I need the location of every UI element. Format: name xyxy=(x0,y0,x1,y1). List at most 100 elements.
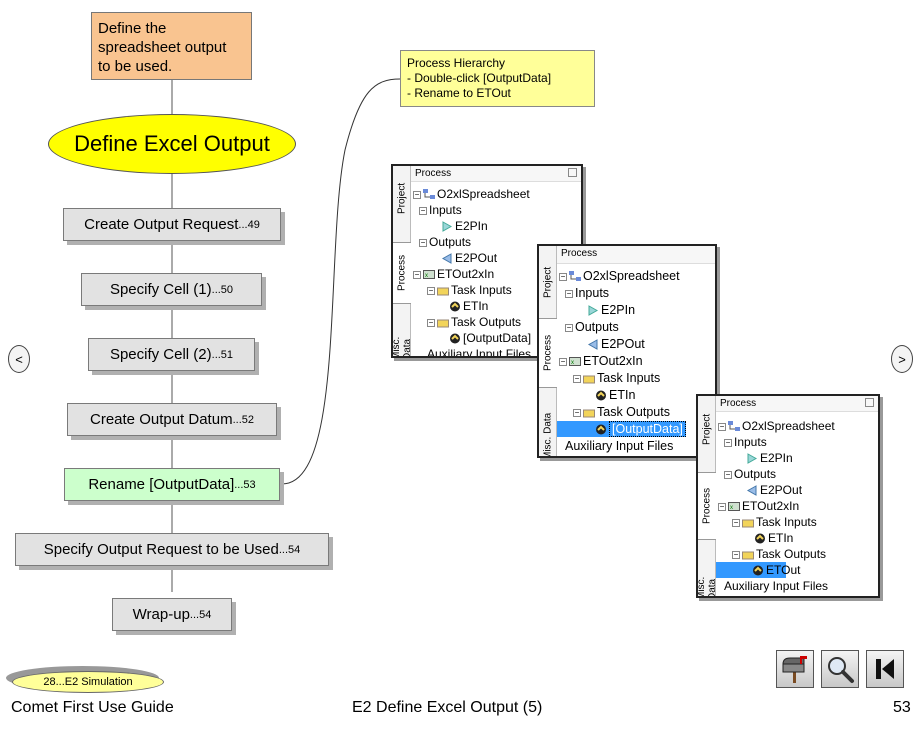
collapse-icon[interactable]: − xyxy=(427,317,435,327)
collapse-icon[interactable]: − xyxy=(413,189,421,199)
step-rename-outputdata[interactable]: Rename [OutputData]...53 xyxy=(64,468,280,501)
step-page: ...54 xyxy=(278,543,301,556)
tree-node[interactable]: − Task Inputs xyxy=(718,514,878,530)
tree-node[interactable]: E2PIn xyxy=(559,302,715,319)
section-badge[interactable]: 28...E2 Simulation xyxy=(12,671,164,693)
tree-node[interactable]: Auxiliary Input Files xyxy=(413,346,581,356)
section-title: Define Excel Output xyxy=(74,131,270,156)
node-label-selected: [OutputData] xyxy=(609,421,686,437)
collapse-icon[interactable]: − xyxy=(565,322,573,332)
step-specify-output-request[interactable]: Specify Output Request to be Used...54 xyxy=(15,533,329,566)
tree-node[interactable]: Auxiliary Input Files xyxy=(718,578,878,594)
collapse-icon[interactable]: − xyxy=(732,517,740,527)
pin-icon[interactable] xyxy=(865,398,874,407)
data-ball-icon xyxy=(596,424,606,435)
node-label: ETIn xyxy=(768,531,794,545)
chevron-right-icon: > xyxy=(898,351,906,367)
tab-process[interactable]: Process xyxy=(698,472,716,540)
step-create-output-request[interactable]: Create Output Request...49 xyxy=(63,208,281,241)
svg-text:x: x xyxy=(425,273,428,279)
data-ball-icon xyxy=(450,333,460,344)
tab-process[interactable]: Process xyxy=(393,242,411,304)
collapse-icon[interactable]: − xyxy=(559,271,567,281)
intro-note-line: to be used. xyxy=(98,58,173,75)
tree-node[interactable]: E2POut xyxy=(413,250,581,266)
collapse-icon[interactable]: − xyxy=(724,469,732,479)
tree-node[interactable]: −Task Inputs xyxy=(559,370,715,387)
tree-node-selected[interactable]: ETOut xyxy=(716,562,800,578)
tree-node[interactable]: E2POut xyxy=(718,482,878,498)
collapse-icon[interactable]: − xyxy=(573,373,581,383)
callout-title: Process Hierarchy xyxy=(407,56,506,70)
tab-misc-data[interactable]: Misc. Data xyxy=(542,412,554,458)
next-page-button[interactable]: > xyxy=(891,345,913,373)
step-specify-cell-1[interactable]: Specify Cell (1)...50 xyxy=(81,273,262,306)
tab-project[interactable]: Project xyxy=(701,413,713,445)
tree-node[interactable]: −O2xlSpreadsheet xyxy=(718,418,878,434)
tree-node[interactable]: −Task Outputs xyxy=(559,404,715,421)
tree-node[interactable]: −O2xlSpreadsheet xyxy=(559,268,715,285)
step-label: Rename [OutputData] xyxy=(88,476,235,493)
collapse-icon[interactable]: − xyxy=(565,288,573,298)
collapse-icon[interactable]: − xyxy=(419,237,427,247)
mailbox-button[interactable] xyxy=(776,650,814,688)
tree-node[interactable]: −Inputs xyxy=(559,285,715,302)
pin-icon[interactable] xyxy=(568,168,577,177)
step-label: Create Output Datum xyxy=(90,411,233,428)
tree-node[interactable]: −Task Outputs xyxy=(413,314,581,330)
tree-node[interactable]: −Inputs xyxy=(718,434,878,450)
process-tree: −O2xlSpreadsheet −Inputs E2PIn −Outputs … xyxy=(557,268,715,455)
tree-node[interactable]: −Inputs xyxy=(413,202,581,218)
tree-node[interactable]: −Task Outputs xyxy=(718,546,878,562)
node-label: Task Inputs xyxy=(756,515,817,529)
step-wrap-up[interactable]: Wrap-up...54 xyxy=(112,598,232,631)
tree-node[interactable]: E2PIn xyxy=(413,218,581,234)
tree-node[interactable]: −Outputs xyxy=(718,466,878,482)
step-page: ...54 xyxy=(189,608,212,621)
first-page-button[interactable] xyxy=(866,650,904,688)
collapse-icon[interactable]: − xyxy=(427,285,435,295)
tab-process[interactable]: Process xyxy=(539,318,557,388)
collapse-icon[interactable]: − xyxy=(732,549,740,559)
collapse-icon[interactable]: − xyxy=(573,407,581,417)
hierarchy-icon xyxy=(423,189,435,200)
tab-misc-data[interactable]: Misc. Data xyxy=(696,576,718,598)
tab-project[interactable]: Project xyxy=(396,182,408,214)
panel-tabs: Project Process Misc. Data xyxy=(539,246,557,456)
tab-misc-data[interactable]: Misc. Data xyxy=(391,336,413,358)
task-icon: x xyxy=(728,502,740,512)
tree-node[interactable]: ETIn xyxy=(559,387,715,404)
tree-node[interactable]: [OutputData] xyxy=(413,330,581,346)
tree-node[interactable]: −O2xlSpreadsheet xyxy=(413,186,581,202)
panel-tabs: Project Process Misc. Data xyxy=(696,396,718,598)
tree-node[interactable]: −Outputs xyxy=(413,234,581,250)
tree-node[interactable]: ETIn xyxy=(413,298,581,314)
step-create-output-datum[interactable]: Create Output Datum...52 xyxy=(67,403,277,436)
collapse-icon[interactable]: − xyxy=(718,501,726,511)
tab-project[interactable]: Project xyxy=(542,266,554,298)
mailbox-icon xyxy=(782,656,807,683)
collapse-icon[interactable]: − xyxy=(718,421,726,431)
section-badge-label: 28...E2 Simulation xyxy=(43,676,133,688)
tree-node[interactable]: −Outputs xyxy=(559,319,715,336)
prev-page-button[interactable]: < xyxy=(8,345,30,373)
tree-node-selected[interactable]: [OutputData] xyxy=(557,421,715,438)
tree-node[interactable]: E2POut xyxy=(559,336,715,353)
node-label: ETOut2xIn xyxy=(437,267,495,281)
data-ball-icon xyxy=(753,565,763,576)
search-button[interactable] xyxy=(821,650,859,688)
tree-node[interactable]: E2PIn xyxy=(718,450,878,466)
tree-node[interactable]: ETIn xyxy=(718,530,878,546)
collapse-icon[interactable]: − xyxy=(413,269,421,279)
step-specify-cell-2[interactable]: Specify Cell (2)...51 xyxy=(88,338,255,371)
process-tree: −O2xlSpreadsheet −Inputs E2PIn −Outputs … xyxy=(716,418,878,594)
collapse-icon[interactable]: − xyxy=(724,437,732,447)
collapse-icon[interactable]: − xyxy=(419,205,427,215)
tree-node[interactable]: Auxiliary Input Files xyxy=(559,438,715,455)
collapse-icon[interactable]: − xyxy=(559,356,567,366)
step-page: ...49 xyxy=(238,218,260,231)
tree-node[interactable]: −Task Inputs xyxy=(413,282,581,298)
